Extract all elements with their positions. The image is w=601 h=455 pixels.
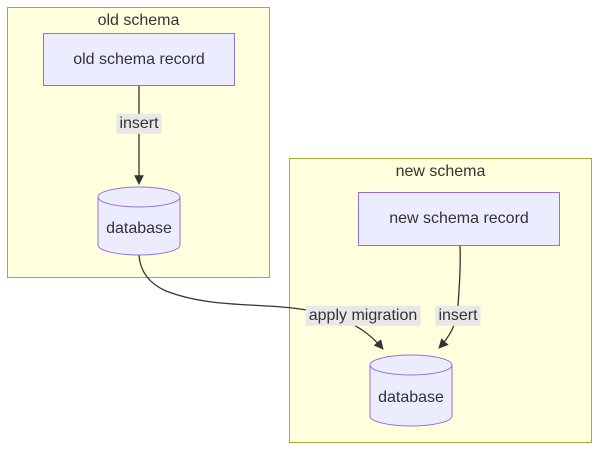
- edge-label-new-insert: insert: [435, 305, 481, 327]
- node-new-schema-record: new schema record: [358, 192, 560, 246]
- node-new-schema-record-label: new schema record: [389, 210, 529, 227]
- cluster-new-schema-title: new schema: [395, 163, 486, 180]
- edge-label-apply-migration: apply migration: [305, 305, 421, 327]
- edge-label-old-insert: insert: [116, 113, 162, 135]
- node-old-schema-record-label: old schema record: [73, 50, 205, 68]
- node-old-schema-record: old schema record: [43, 33, 235, 86]
- node-old-database-label: database: [106, 220, 172, 237]
- node-new-database-label: database: [378, 389, 444, 406]
- cluster-old-schema-title: old schema: [97, 12, 180, 29]
